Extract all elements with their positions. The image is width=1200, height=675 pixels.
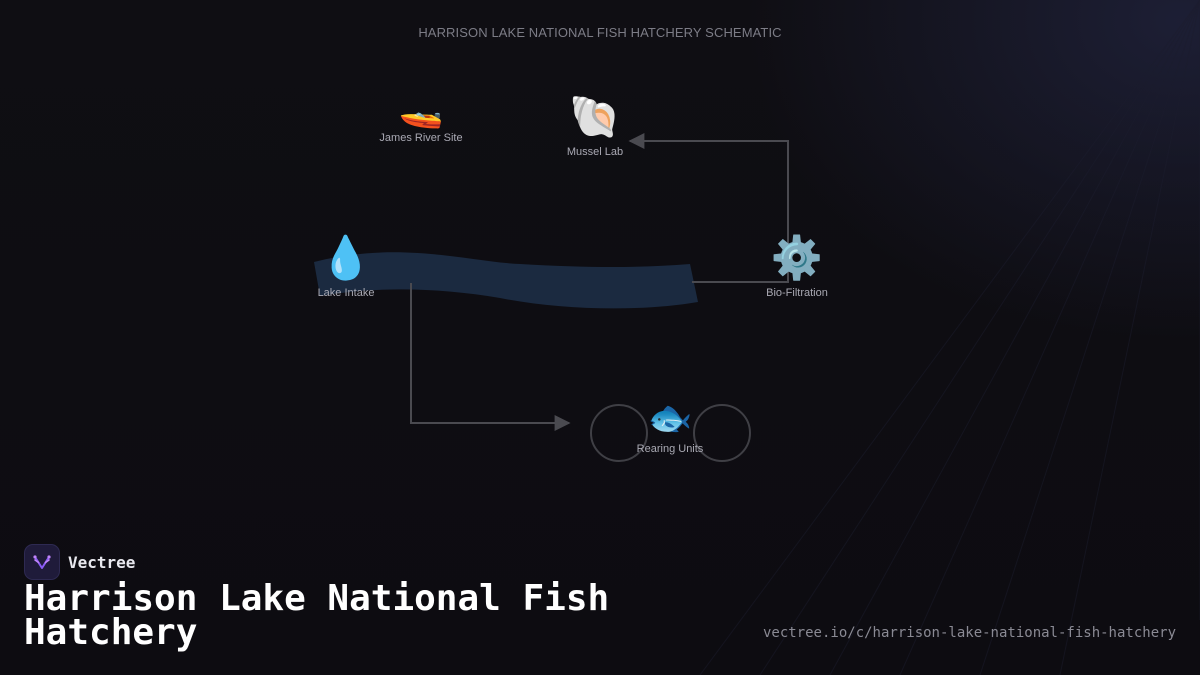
droplet-icon: 💧 (319, 233, 373, 282)
speedboat-icon: 🚤 (398, 89, 444, 130)
node-bio-filtration[interactable]: ⚙️ Bio-Filtration (747, 233, 847, 300)
node-label: Bio-Filtration (766, 287, 828, 299)
node-label: Mussel Lab (566, 146, 624, 158)
node-rearing-units[interactable]: 🐟 Rearing Units (620, 398, 720, 456)
brand[interactable]: Vectree (24, 544, 135, 580)
page-url[interactable]: vectree.io/c/harrison-lake-national-fish… (762, 625, 1176, 641)
gear-icon: ⚙️ (770, 233, 824, 282)
water-stream (314, 252, 698, 309)
node-lake-intake[interactable]: 💧 Lake Intake (296, 233, 396, 300)
node-mussel-lab[interactable]: 🐚 Mussel Lab (545, 92, 645, 159)
rearing-tank-left (590, 404, 648, 462)
connector-intake-to-rearing (410, 283, 571, 431)
connector-biofiltration-to-mussel-lab (628, 133, 789, 283)
fish-icon: 🐟 (647, 398, 693, 439)
node-label: James River Site (379, 132, 463, 144)
brand-name: Vectree (68, 552, 136, 572)
spiral-shell-icon: 🐚 (568, 92, 622, 141)
vectree-logo-icon (24, 544, 60, 580)
node-label: Rearing Units (636, 443, 704, 455)
rearing-tank-right (693, 404, 751, 462)
node-label: Lake Intake (317, 287, 375, 299)
node-james-river-site[interactable]: 🚤 James River Site (361, 89, 481, 145)
diagram-title: HARRISON LAKE NATIONAL FISH HATCHERY SCH… (418, 25, 782, 40)
page-title: Harrison Lake National Fish Hatchery (24, 578, 610, 653)
